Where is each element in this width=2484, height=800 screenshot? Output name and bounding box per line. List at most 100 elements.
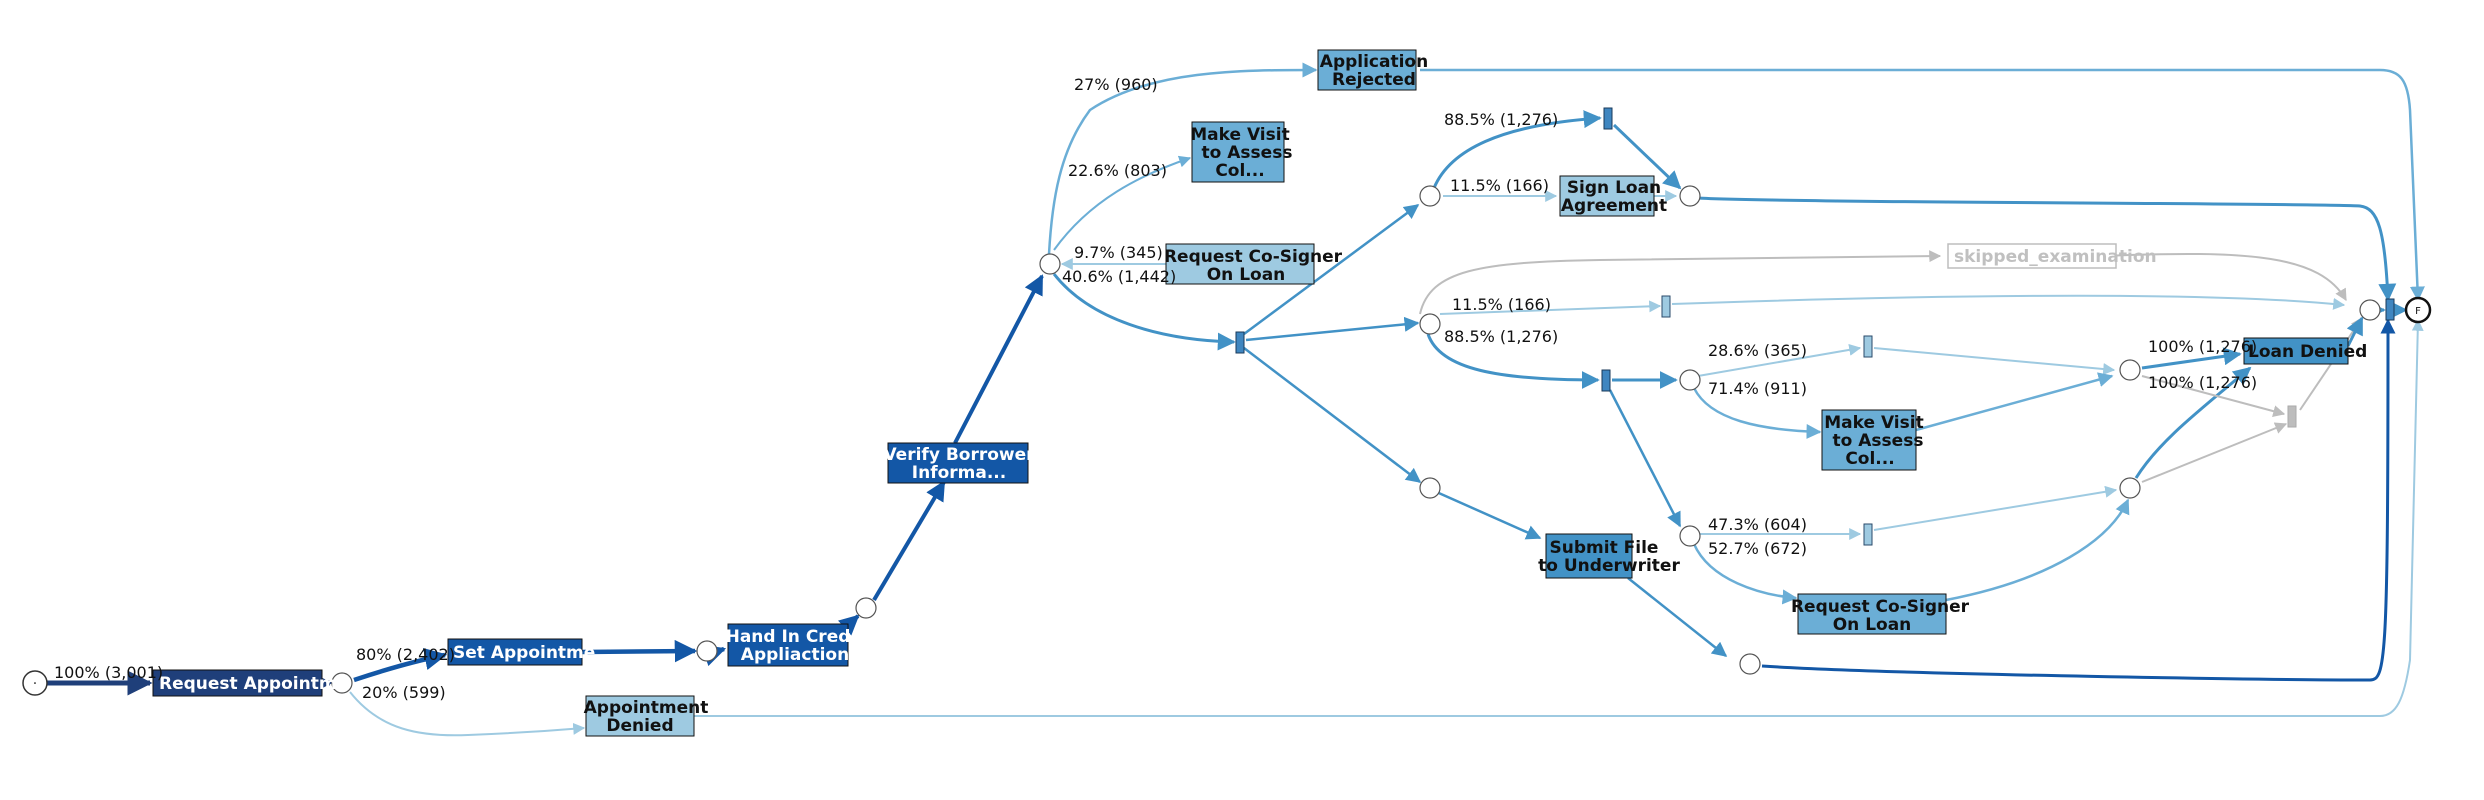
transition-request-cosigner-1[interactable]: Request Co-Signer On Loan bbox=[1164, 243, 1343, 285]
edge-toptau-rightplace bbox=[1612, 123, 1682, 190]
submit-file-line2: to Underwriter bbox=[1538, 556, 1680, 576]
edge-tau3-lowerplace bbox=[1608, 389, 1682, 528]
place-lower[interactable] bbox=[1679, 525, 1701, 547]
edge-label-upper: 88.5% (1,276) bbox=[1444, 110, 1558, 129]
edge-finalplace-loandenied bbox=[2141, 347, 2242, 370]
edge-place-visit1 bbox=[1053, 155, 1192, 251]
transition-loan-denied[interactable]: Loan Denied bbox=[2243, 337, 2367, 365]
place-after-handin[interactable] bbox=[855, 597, 877, 619]
make-visit-2-line2: to Assess bbox=[1833, 431, 1924, 451]
place-after-verify[interactable] bbox=[1039, 253, 1061, 275]
edge-finalplace-greytau bbox=[2141, 375, 2286, 418]
place-final-lower[interactable] bbox=[2119, 477, 2141, 499]
place-after-set[interactable] bbox=[696, 640, 718, 662]
appointment-denied-line1: Appointment bbox=[584, 698, 709, 718]
edge-tau2-preend bbox=[1671, 294, 2346, 310]
edge-label-cosigner1: 9.7% (345) bbox=[1074, 243, 1163, 262]
edge-label-denied: 20% (599) bbox=[362, 683, 446, 702]
place-after-request[interactable] bbox=[331, 672, 353, 694]
edge-label-lower-52: 52.7% (672) bbox=[1708, 539, 1807, 558]
edge-loandenied-preend bbox=[2346, 316, 2364, 347]
start-place[interactable] bbox=[22, 670, 48, 696]
edge-label-set: 80% (2,402) bbox=[356, 645, 455, 664]
edge-label-lower-47: 47.3% (604) bbox=[1708, 515, 1807, 534]
places: · F bbox=[22, 185, 2432, 696]
tau-grey[interactable] bbox=[2287, 405, 2297, 428]
place-final-upper[interactable] bbox=[2119, 359, 2141, 381]
make-visit-1-line1: Make Visit bbox=[1190, 125, 1289, 145]
verify-borrower-line2: Informa... bbox=[912, 463, 1006, 483]
request-cosigner-1-line1: Request Co-Signer bbox=[1164, 247, 1343, 267]
appointment-denied-line2: Denied bbox=[606, 716, 673, 736]
place-inner[interactable] bbox=[1679, 369, 1701, 391]
edge-appointment-denied-end bbox=[694, 318, 2424, 717]
application-rejected-line1: Application bbox=[1320, 52, 1428, 72]
edge-bottomplace-end bbox=[1761, 318, 2396, 682]
edge-upperplace-toptau bbox=[1432, 110, 1602, 189]
edges bbox=[46, 62, 2425, 737]
edge-skipped-preend bbox=[2103, 252, 2347, 302]
edge-tau1-lowplace bbox=[1243, 347, 1422, 483]
place-pre-end[interactable] bbox=[2359, 299, 2381, 321]
transition-make-visit-1[interactable]: Make Visit to Assess Col... bbox=[1190, 121, 1293, 183]
transition-hand-in-credit[interactable]: Hand In Cred Appliaction bbox=[726, 623, 851, 667]
place-mid-branch[interactable] bbox=[1419, 313, 1441, 335]
tau-branch[interactable] bbox=[1601, 369, 1611, 392]
transition-set-appointment[interactable]: Set Appointme bbox=[447, 638, 595, 666]
make-visit-1-line3: Col... bbox=[1215, 161, 1264, 181]
edge-label-sign: 11.5% (166) bbox=[1450, 176, 1549, 195]
edge-place-appointment-denied bbox=[349, 691, 586, 737]
place-low-branch[interactable] bbox=[1419, 477, 1441, 499]
place-after-sign[interactable] bbox=[1679, 185, 1701, 207]
tau-lower[interactable] bbox=[1863, 523, 1873, 546]
transition-verify-borrower[interactable]: Verify Borrower Informa... bbox=[883, 442, 1035, 484]
edge-innerplace-visit2 bbox=[1692, 387, 1822, 440]
edge-rightplace-end bbox=[1695, 196, 2397, 302]
edge-labels: 100% (3,001) 80% (2,402) 20% (599) 27% (… bbox=[54, 75, 2257, 702]
verify-borrower-line1: Verify Borrower bbox=[883, 445, 1035, 465]
edge-rejected-end bbox=[1420, 68, 2425, 302]
request-cosigner-2-line2: On Loan bbox=[1833, 615, 1912, 635]
sign-loan-line1: Sign Loan bbox=[1567, 178, 1661, 198]
start-place-label: · bbox=[33, 676, 37, 692]
edge-place-rejected bbox=[1047, 62, 1318, 255]
edge-innerplace-tau4 bbox=[1697, 343, 1862, 377]
edge-label-inner-71: 71.4% (911) bbox=[1708, 379, 1807, 398]
edge-tau1-upperplace bbox=[1243, 203, 1420, 336]
edge-place-set bbox=[353, 647, 448, 683]
transition-make-visit-2[interactable]: Make Visit to Assess Col... bbox=[1821, 409, 1924, 471]
edge-label-visit1: 22.6% (803) bbox=[1068, 161, 1167, 180]
transition-submit-file[interactable]: Submit File to Underwriter bbox=[1538, 533, 1680, 579]
end-place[interactable] bbox=[2404, 296, 2432, 324]
submit-file-line1: Submit File bbox=[1550, 538, 1659, 558]
hand-in-credit-line1: Hand In Cred bbox=[726, 627, 851, 647]
transition-application-rejected[interactable]: Application Rejected bbox=[1317, 49, 1428, 91]
tau-after-verify[interactable] bbox=[1235, 331, 1245, 354]
edge-lowrightplace-loandenied bbox=[2134, 366, 2252, 479]
edge-lowerplace-cosigner2 bbox=[1692, 543, 1798, 605]
edge-label-final-b: 100% (1,276) bbox=[2148, 373, 2257, 392]
tau-inner[interactable] bbox=[1863, 335, 1873, 358]
transition-sign-loan[interactable]: Sign Loan Agreement bbox=[1559, 175, 1667, 217]
transition-request-appointment[interactable]: Request Appointme bbox=[152, 669, 348, 697]
edge-midplace-skipped bbox=[1419, 250, 1942, 315]
tau-upper[interactable] bbox=[1603, 107, 1613, 130]
tau-mid[interactable] bbox=[1661, 295, 1671, 318]
edge-label-mid-88: 88.5% (1,276) bbox=[1444, 327, 1558, 346]
edge-midplace-tau2 bbox=[1439, 300, 1662, 315]
edge-lowrightplace-greytau bbox=[2141, 422, 2288, 483]
application-rejected-line2: Rejected bbox=[1332, 70, 1416, 90]
request-cosigner-2-line1: Request Co-Signer bbox=[1791, 597, 1970, 617]
edge-verify-place bbox=[953, 274, 1044, 444]
place-upper-branch[interactable] bbox=[1419, 185, 1441, 207]
transition-appointment-denied[interactable]: Appointment Denied bbox=[584, 695, 709, 737]
place-bottom[interactable] bbox=[1739, 653, 1761, 675]
edge-tau1-midplace bbox=[1245, 316, 1420, 342]
transition-skipped-examination[interactable]: skipped_examination bbox=[1947, 243, 2157, 269]
tau-end[interactable] bbox=[2385, 298, 2395, 321]
edge-label-tau1: 40.6% (1,442) bbox=[1062, 267, 1176, 286]
transition-request-cosigner-2[interactable]: Request Co-Signer On Loan bbox=[1791, 593, 1970, 635]
make-visit-1-line2: to Assess bbox=[1202, 143, 1293, 163]
loan-denied-label: Loan Denied bbox=[2248, 342, 2367, 362]
